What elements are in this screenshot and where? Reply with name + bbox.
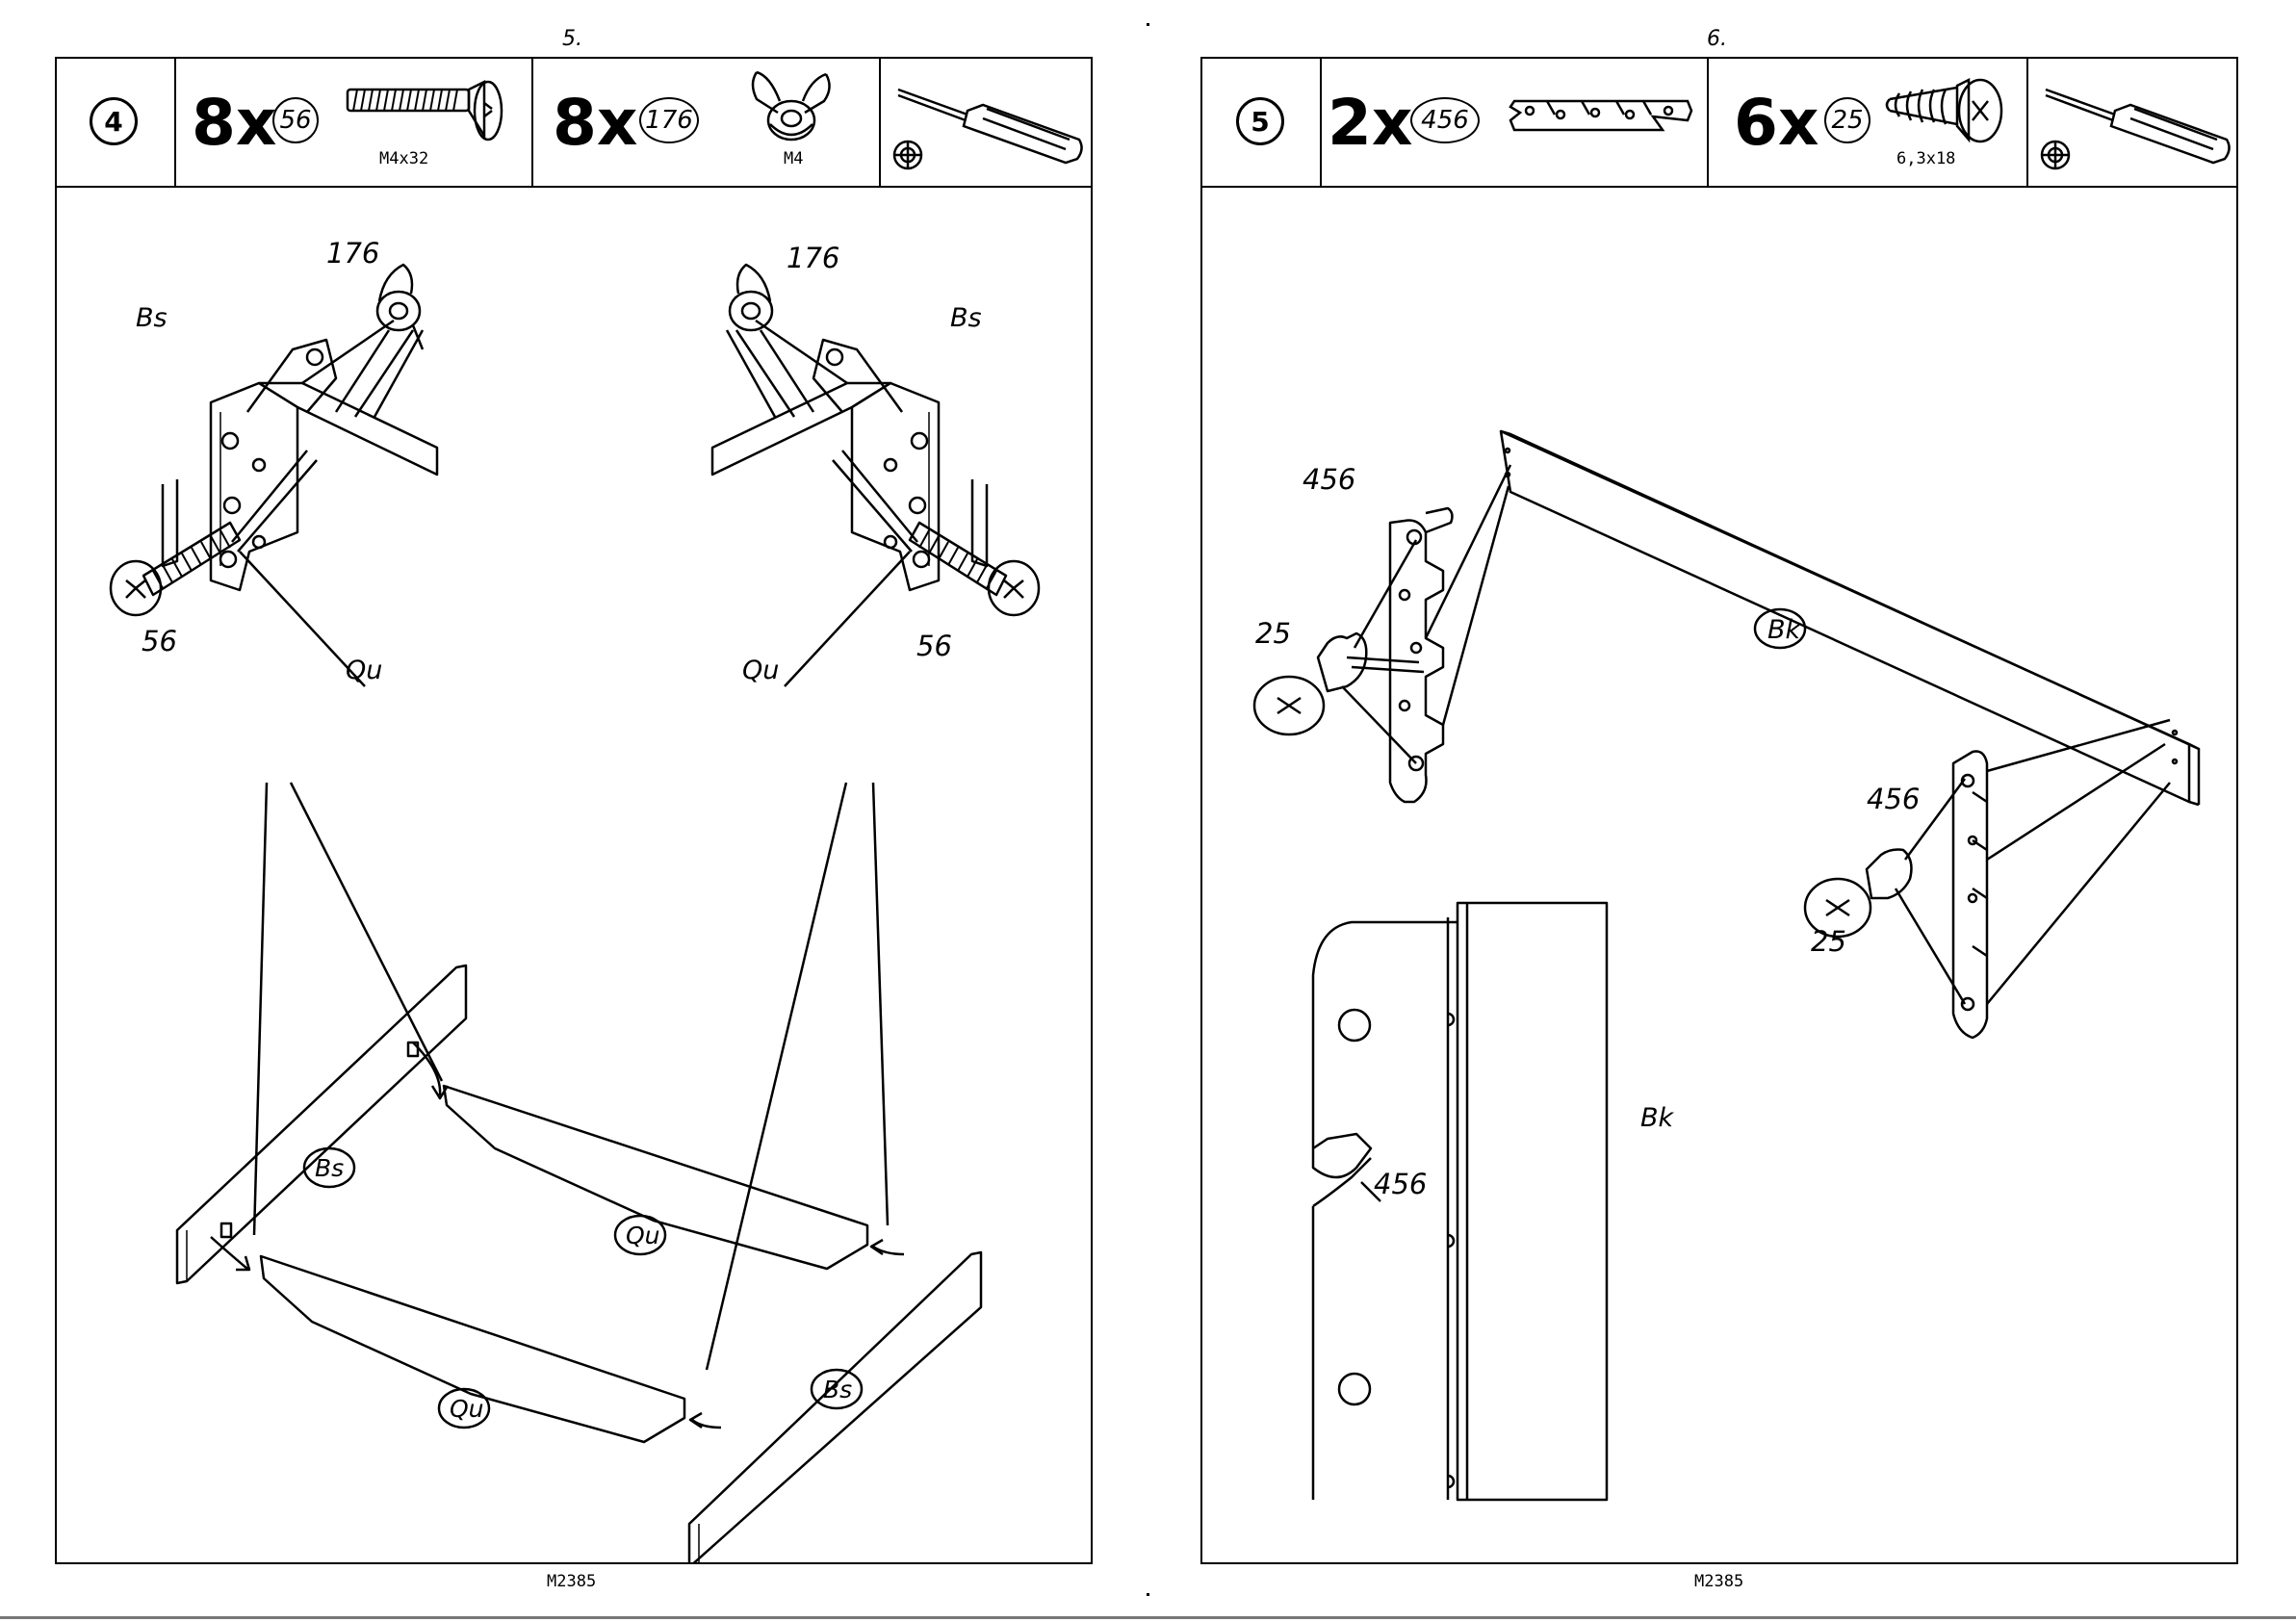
label-bolt-56-right: 56: [916, 630, 952, 662]
part-cell-screw: 6x 25 6,3x18: [1707, 59, 2028, 186]
part-cell-nut: 8x 176 M4: [531, 59, 881, 186]
part-number: 25: [1824, 97, 1870, 143]
page-number-right: 6.: [1707, 27, 1727, 51]
label-screw-25-left: 25: [1255, 617, 1291, 650]
step-number: 4: [90, 97, 138, 145]
label-bolt-56-left: 56: [142, 625, 177, 657]
bolt-icon: [344, 72, 509, 149]
part-number: 176: [639, 97, 699, 143]
phillips-screwdriver-icon: [887, 72, 1091, 174]
part-number: 56: [272, 97, 319, 143]
part-spec: 6,3x18: [1896, 149, 1955, 168]
assembly-diagram-right: 456 25 Bk 456 25 456 Bk: [1202, 186, 2236, 1562]
part-spec: M4x32: [379, 149, 428, 168]
label-bracket-456-right: 456: [1867, 783, 1920, 815]
instruction-panel-right: 5 2x 456 6x 25: [1200, 57, 2238, 1564]
label-panel-qu-upper: Qu: [626, 1222, 660, 1249]
page-number-left: 5.: [562, 27, 582, 51]
phillips-screwdriver-icon: [2034, 72, 2238, 174]
label-panel-bs-left: Bs: [315, 1154, 344, 1182]
parts-header-right: 5 2x 456 6x 25: [1202, 59, 2236, 188]
part-cell-bracket: 2x 456: [1320, 59, 1709, 186]
label-panel-bs-right: Bs: [823, 1376, 852, 1403]
label-nut-176-right: 176: [787, 242, 839, 274]
part-spec: M4: [784, 149, 803, 168]
part-cell-bolt: 8x 56 M4x32: [174, 59, 533, 186]
label-detail-bracket-456: 456: [1374, 1168, 1427, 1200]
screw-icon: [1880, 72, 2005, 149]
label-bracket-456-left: 456: [1303, 463, 1355, 496]
label-nut-176-left: 176: [326, 237, 379, 270]
bottom-rule: [0, 1616, 2296, 1619]
document-code-left: M2385: [547, 1572, 596, 1591]
tool-cell: [879, 59, 1091, 186]
label-screw-25-right: 25: [1811, 925, 1846, 958]
label-qu-right: Qu: [742, 656, 779, 685]
tool-cell: [2026, 59, 2236, 186]
part-number: 456: [1410, 97, 1480, 143]
corner-bracket-icon: [1509, 91, 1697, 140]
label-bs-right: Bs: [950, 303, 982, 333]
label-bs-left: Bs: [136, 303, 168, 333]
part-quantity: 2x: [1328, 91, 1413, 155]
label-detail-beam-bk: Bk: [1640, 1103, 1675, 1133]
assembly-diagram-left: 176 176 56 56 Bs Bs Qu Qu Bs Bs Qu Qu: [57, 186, 1091, 1562]
step-number: 5: [1236, 97, 1284, 145]
part-quantity: 6x: [1734, 91, 1819, 155]
center-mark-top: [1147, 23, 1149, 26]
step-cell: 4: [57, 59, 176, 186]
document-code-right: M2385: [1694, 1572, 1743, 1591]
label-qu-left: Qu: [346, 656, 382, 685]
step-cell: 5: [1202, 59, 1322, 186]
label-panel-qu-lower: Qu: [450, 1395, 484, 1423]
part-quantity: 8x: [553, 91, 638, 155]
wing-nut-icon: [743, 64, 839, 147]
label-beam-bk: Bk: [1767, 615, 1802, 645]
center-mark-bottom: [1147, 1593, 1149, 1596]
part-quantity: 8x: [192, 91, 277, 155]
instruction-panel-left: 4 8x 56 M: [55, 57, 1093, 1564]
parts-header-left: 4 8x 56 M: [57, 59, 1091, 188]
